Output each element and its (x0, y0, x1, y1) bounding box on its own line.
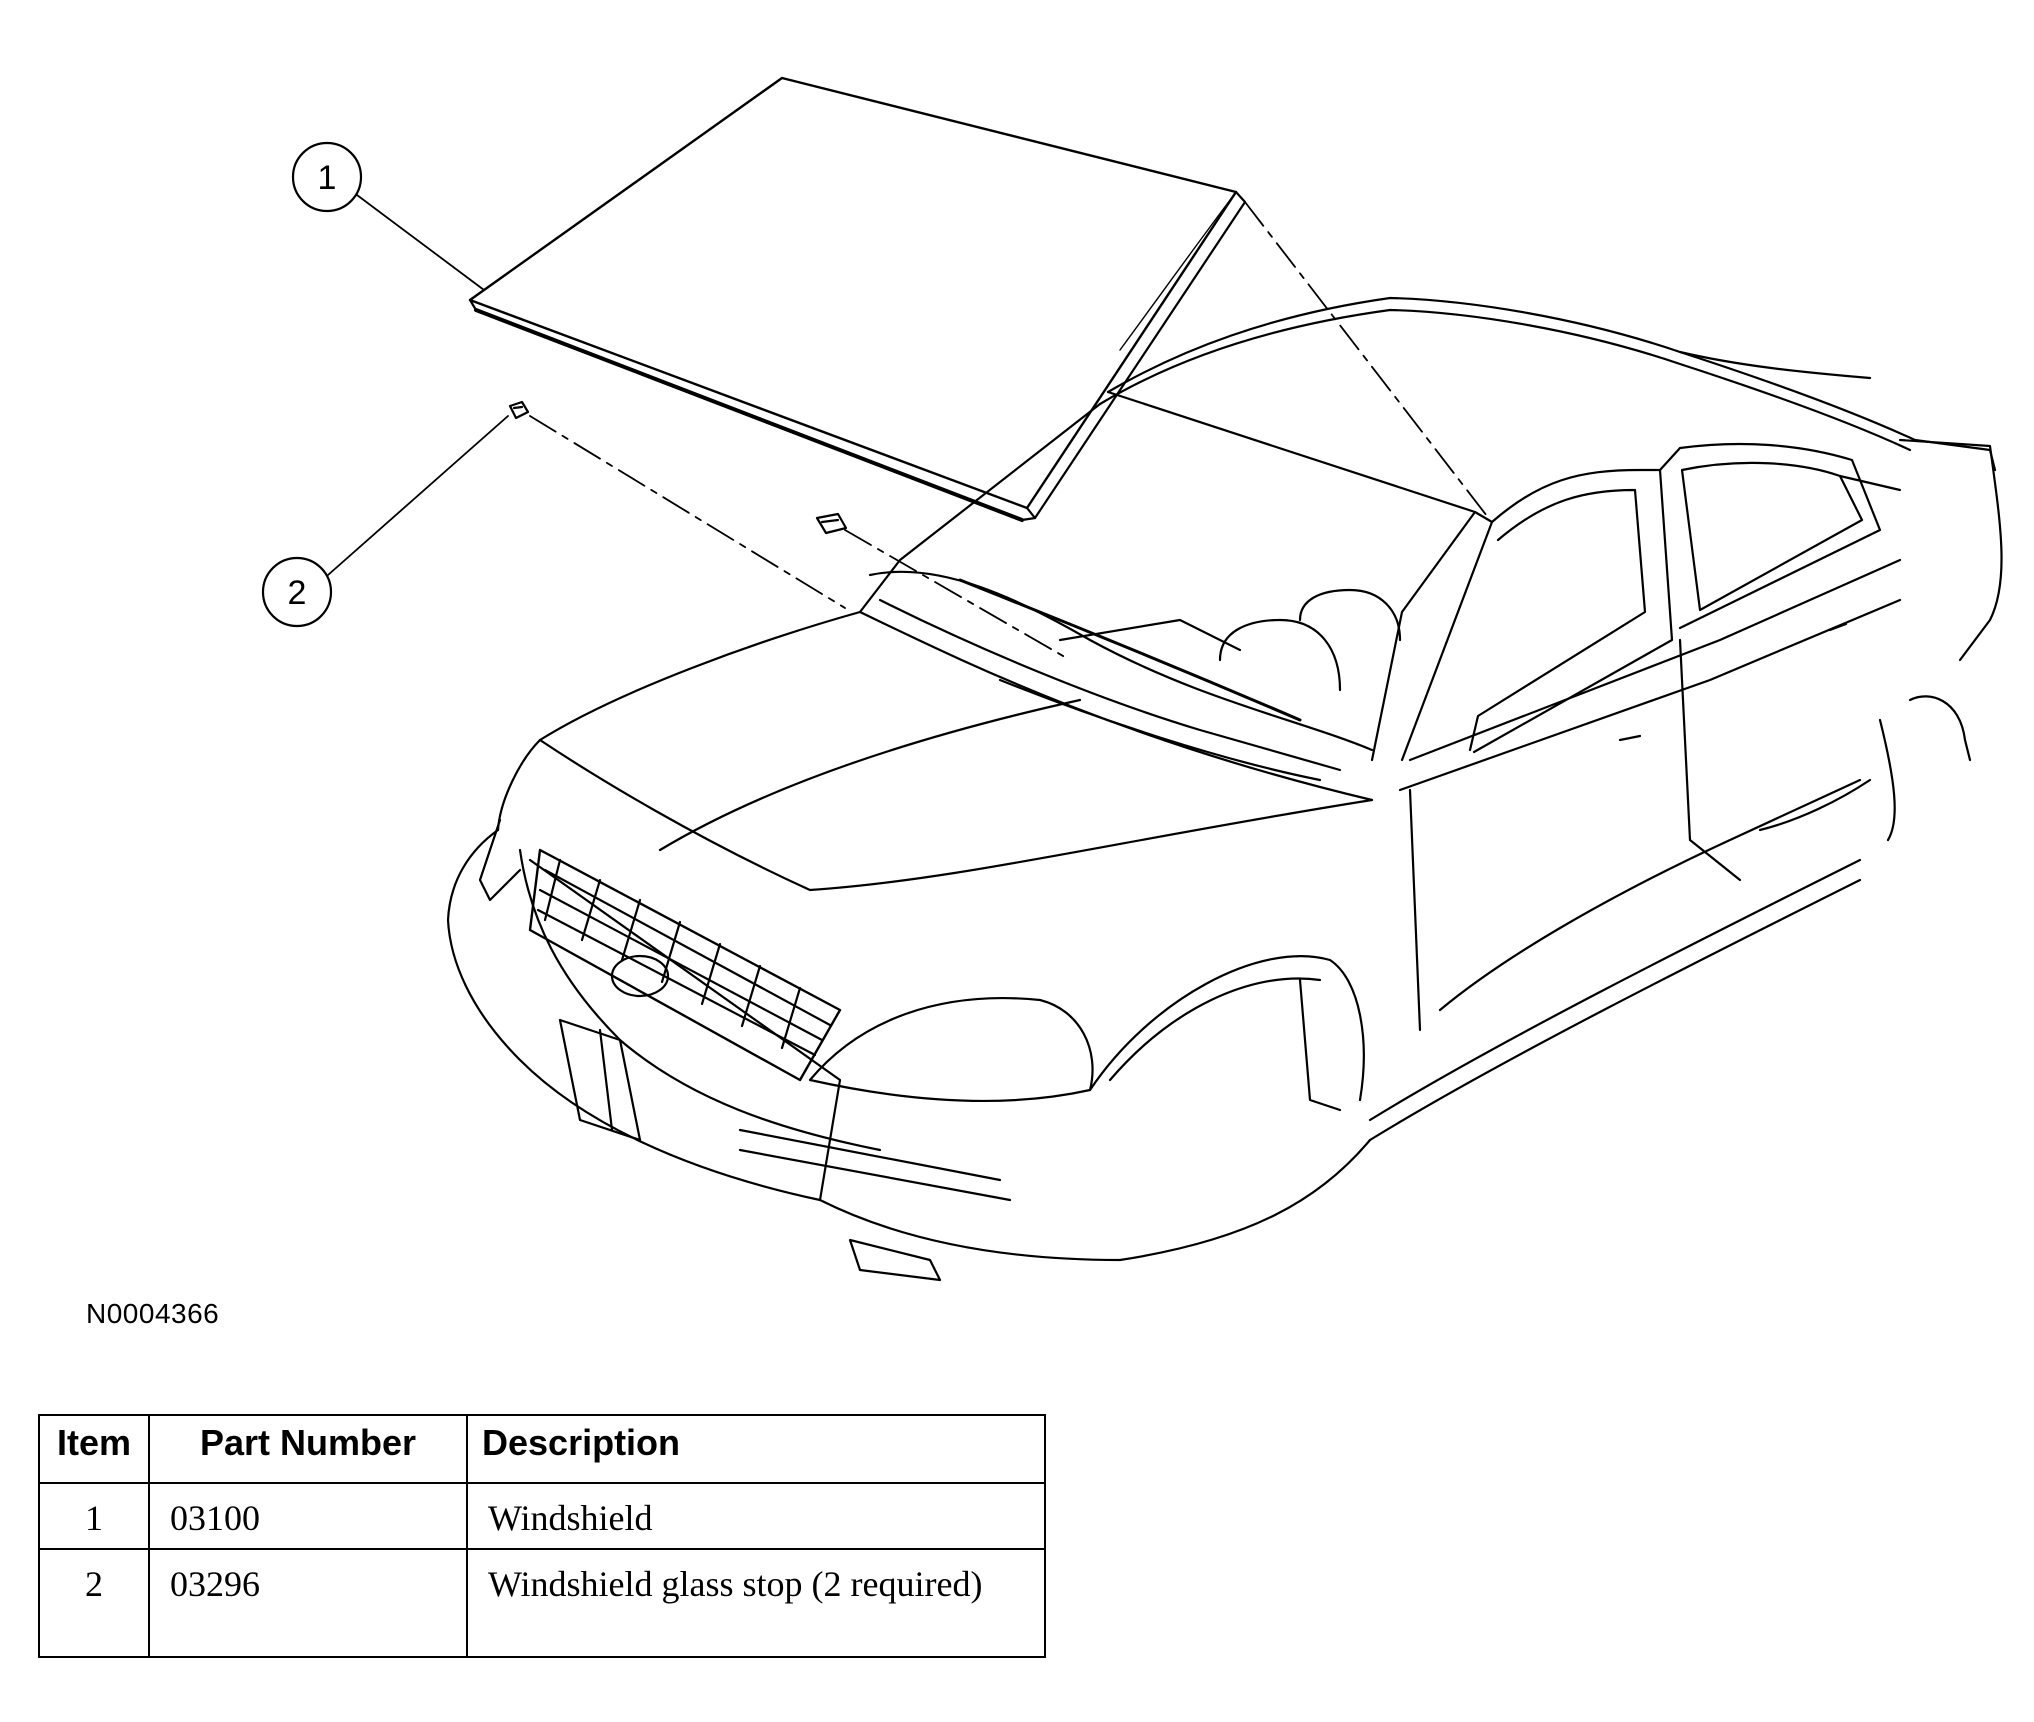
header-description: Description (466, 1414, 1046, 1484)
header-item: Item (38, 1414, 150, 1484)
exploded-view-diagram: 1 2 (261, 76, 2003, 1282)
callout-1: 1 (291, 141, 485, 291)
row-description: Windshield glass stop (2 required) (466, 1548, 1046, 1658)
table-row: 1 03100 Windshield (38, 1482, 1046, 1550)
glass-stop-part (508, 400, 530, 420)
row-part-number: 03100 (148, 1482, 468, 1550)
vehicle-body (446, 296, 2003, 1282)
callout-2-number: 2 (288, 574, 307, 612)
figure-id: N0004366 (86, 1298, 220, 1329)
table-row: 2 03296 Windshield glass stop (2 require… (38, 1548, 1046, 1658)
header-part-number: Part Number (148, 1414, 468, 1484)
row-description: Windshield (466, 1482, 1046, 1550)
glass-stop-installed (815, 512, 848, 535)
callout-2: 2 (261, 415, 509, 628)
row-part-number: 03296 (148, 1548, 468, 1658)
callout-1-number: 1 (318, 159, 337, 197)
glass-stop-leaders (529, 415, 1071, 661)
row-item: 2 (38, 1548, 150, 1658)
windshield-install-leader (1244, 201, 1491, 521)
parts-table: Item Part Number Description 1 03100 Win… (38, 1414, 1046, 1658)
windshield-glass (468, 76, 1247, 522)
row-item: 1 (38, 1482, 150, 1550)
parts-table-header: Item Part Number Description (38, 1414, 1046, 1484)
